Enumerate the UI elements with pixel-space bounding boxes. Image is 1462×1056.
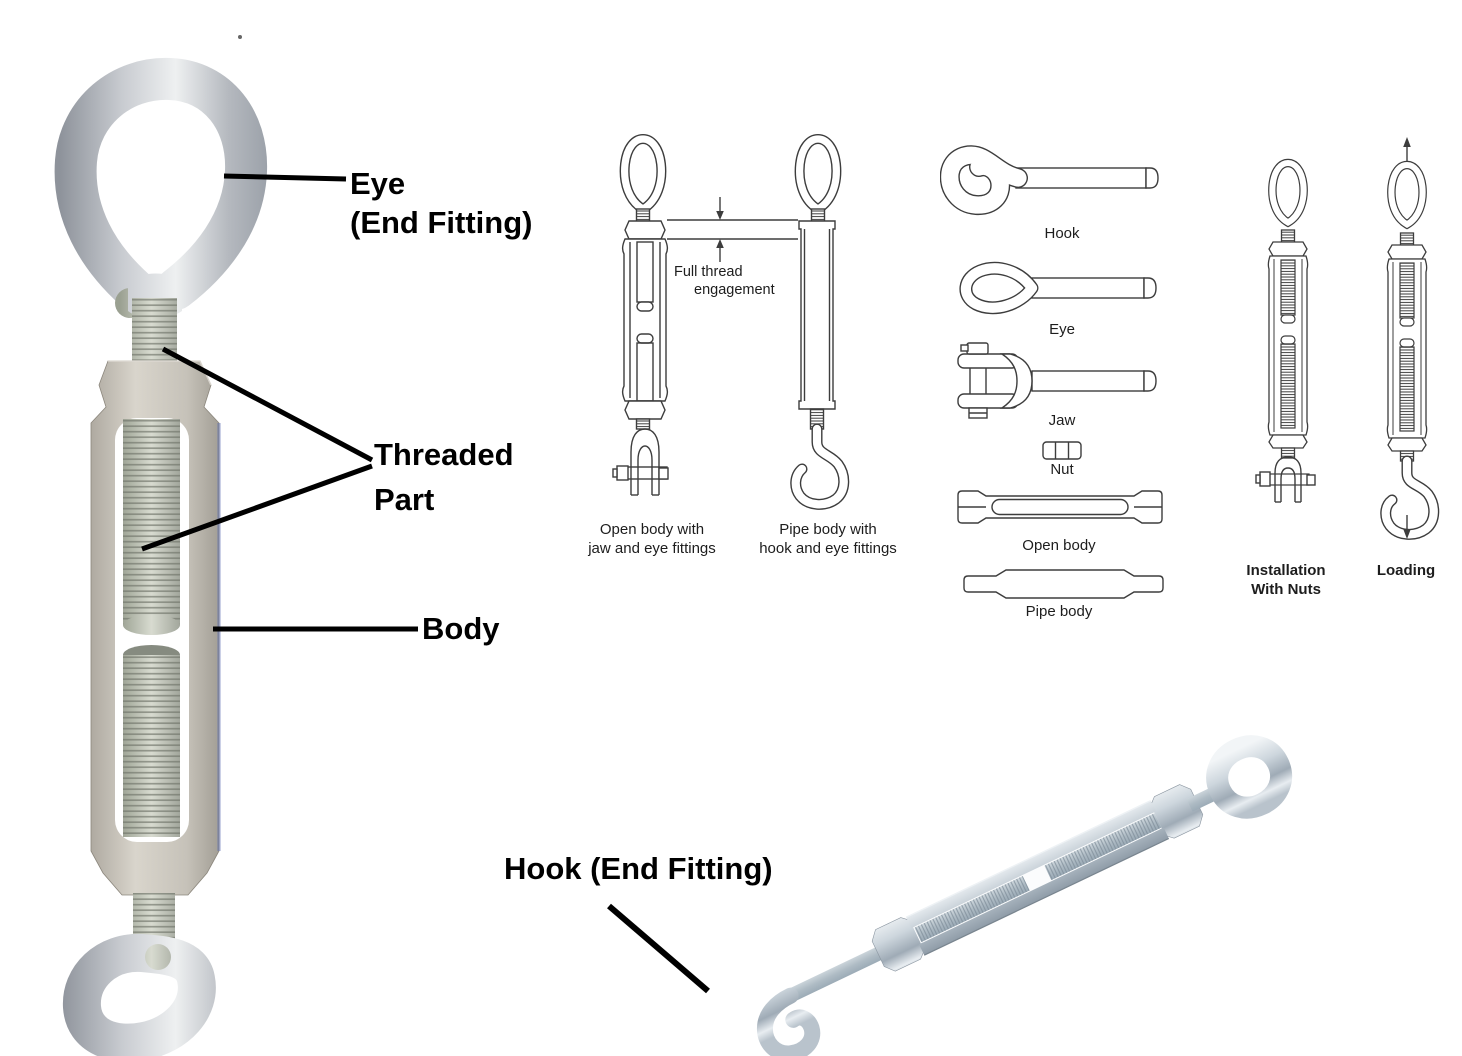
label-body: Body (422, 611, 500, 646)
full-thread-engagement-dimension (667, 197, 798, 262)
drawing-installation-with-nuts (1255, 163, 1316, 503)
internal-threaded-rods (914, 813, 1162, 943)
caption-component-nut: Nut (1050, 461, 1074, 478)
down-arrow-icon (1403, 515, 1411, 539)
bottom-eye-ring (62, 933, 216, 1056)
caption-installation-line2: With Nuts (1251, 581, 1321, 598)
label-eye-line2: (End Fitting) (350, 205, 533, 240)
full-thread-note-line1: Full thread (674, 264, 743, 280)
diagram-components (940, 145, 1164, 599)
up-arrow-icon (716, 239, 724, 262)
label-threaded-line1: Threaded (374, 437, 514, 472)
lower-threaded-rod (123, 645, 180, 837)
hook-end (790, 423, 850, 510)
diagram-installation-loading (1255, 137, 1440, 540)
drawing-openbody-jaw-eye-turnbuckle (612, 139, 669, 496)
component-hook (940, 145, 1159, 216)
diagram-two-turnbuckles (612, 120, 850, 510)
caption-component-jaw: Jaw (1048, 412, 1076, 429)
component-eye (959, 261, 1157, 315)
caption-open-body-line1: Open body with (599, 521, 705, 538)
label-hook-end-fitting: Hook (End Fitting) (504, 851, 773, 886)
caption-open-body-line2: jaw and eye fittings (588, 540, 716, 557)
caption-installation-with-nuts: Installation With Nuts (1214, 561, 1358, 599)
jaw-end (1255, 456, 1316, 503)
top-threaded-stud (132, 298, 177, 364)
label-threaded-part: Threaded Part (374, 432, 514, 522)
component-nut (1042, 441, 1082, 460)
upper-threaded-rod (123, 419, 180, 635)
label-eye-end-fitting: Eye (End Fitting) (350, 164, 533, 242)
stray-dot (238, 35, 242, 39)
body-frame (871, 784, 1204, 972)
drawing-pipebody-hook-eye-turnbuckle (790, 139, 850, 510)
caption-open-body-turnbuckle: Open body with jaw and eye fittings (552, 520, 752, 558)
photo-hook-eye-turnbuckle (756, 735, 1293, 1056)
label-threaded-line2: Part (374, 482, 435, 517)
caption-component-hook: Hook (1044, 225, 1080, 242)
caption-component-open-body: Open body (1022, 537, 1096, 554)
top-eye-ring (54, 57, 268, 319)
label-eye-line1: Eye (350, 166, 406, 201)
full-thread-note-line2: engagement (694, 282, 775, 298)
hook-end (756, 947, 882, 1056)
down-arrow-icon (716, 197, 724, 220)
caption-loading: Loading (1376, 562, 1436, 579)
caption-pipe-body-line1: Pipe body with (779, 521, 877, 538)
caption-component-pipe-body: Pipe body (1025, 603, 1093, 620)
caption-pipe-body-line2: hook and eye fittings (759, 540, 897, 557)
component-open-body (957, 490, 1163, 524)
component-pipe-body (963, 569, 1164, 599)
hook-end (1380, 455, 1440, 540)
caption-component-eye: Eye (1049, 321, 1075, 338)
caption-pipe-body-turnbuckle: Pipe body with hook and eye fittings (728, 520, 928, 558)
up-arrow-icon (1403, 137, 1411, 162)
drawing-loading (1380, 137, 1440, 540)
component-jaw (957, 342, 1157, 419)
caption-installation-line1: Installation (1246, 562, 1326, 579)
jaw-end (612, 428, 669, 496)
eye-end (1186, 735, 1293, 819)
photo-eye-eye-turnbuckle (54, 57, 268, 1056)
